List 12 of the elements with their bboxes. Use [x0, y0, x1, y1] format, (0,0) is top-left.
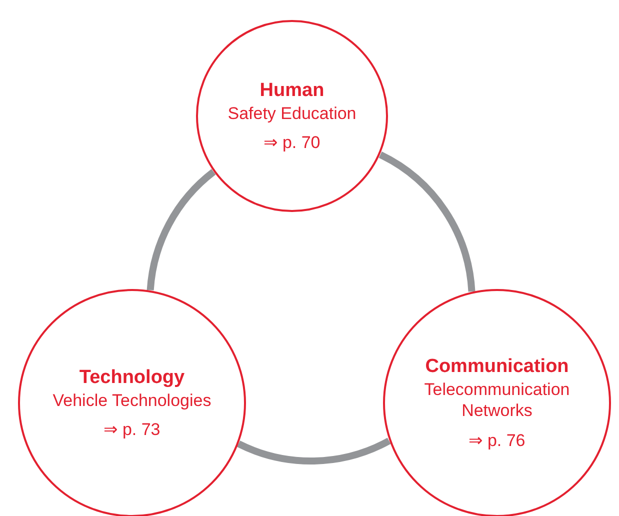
ring-arc [146, 169, 216, 291]
node-subtitle: Safety Education [228, 102, 356, 124]
node-subtitle: Vehicle Technologies [52, 390, 212, 411]
node-heading: Communication [425, 355, 569, 379]
node-subtitle: Telecommunication Networks [423, 379, 571, 422]
page-reference: ⇒ p. 76 [468, 430, 526, 451]
ring-arc [237, 438, 391, 464]
page-reference: ⇒ p. 70 [264, 132, 320, 154]
node-heading: Technology [79, 366, 185, 390]
page-reference: ⇒ p. 73 [104, 418, 160, 440]
node-heading: Human [260, 78, 324, 103]
ring-arc [378, 152, 476, 292]
